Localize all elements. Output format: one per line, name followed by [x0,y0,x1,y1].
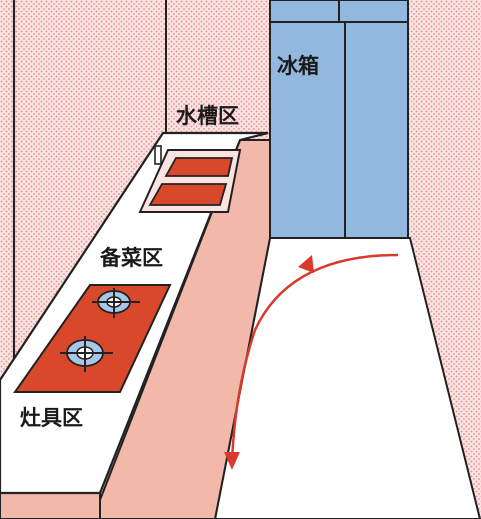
sink [138,149,242,213]
stove [13,284,172,393]
fridge [269,0,409,239]
curved-arrow-icon [224,253,399,470]
stove-area-label: 灶具区 [20,406,83,430]
sink-area-label: 水槽区 [176,104,239,128]
prep-area-label: 备菜区 [100,246,163,270]
counter-base [0,489,101,519]
fridge-label: 冰箱 [277,54,319,78]
gas-burner-icon [92,288,140,318]
faucet-icon [154,145,162,165]
gas-burner-icon [60,336,113,372]
